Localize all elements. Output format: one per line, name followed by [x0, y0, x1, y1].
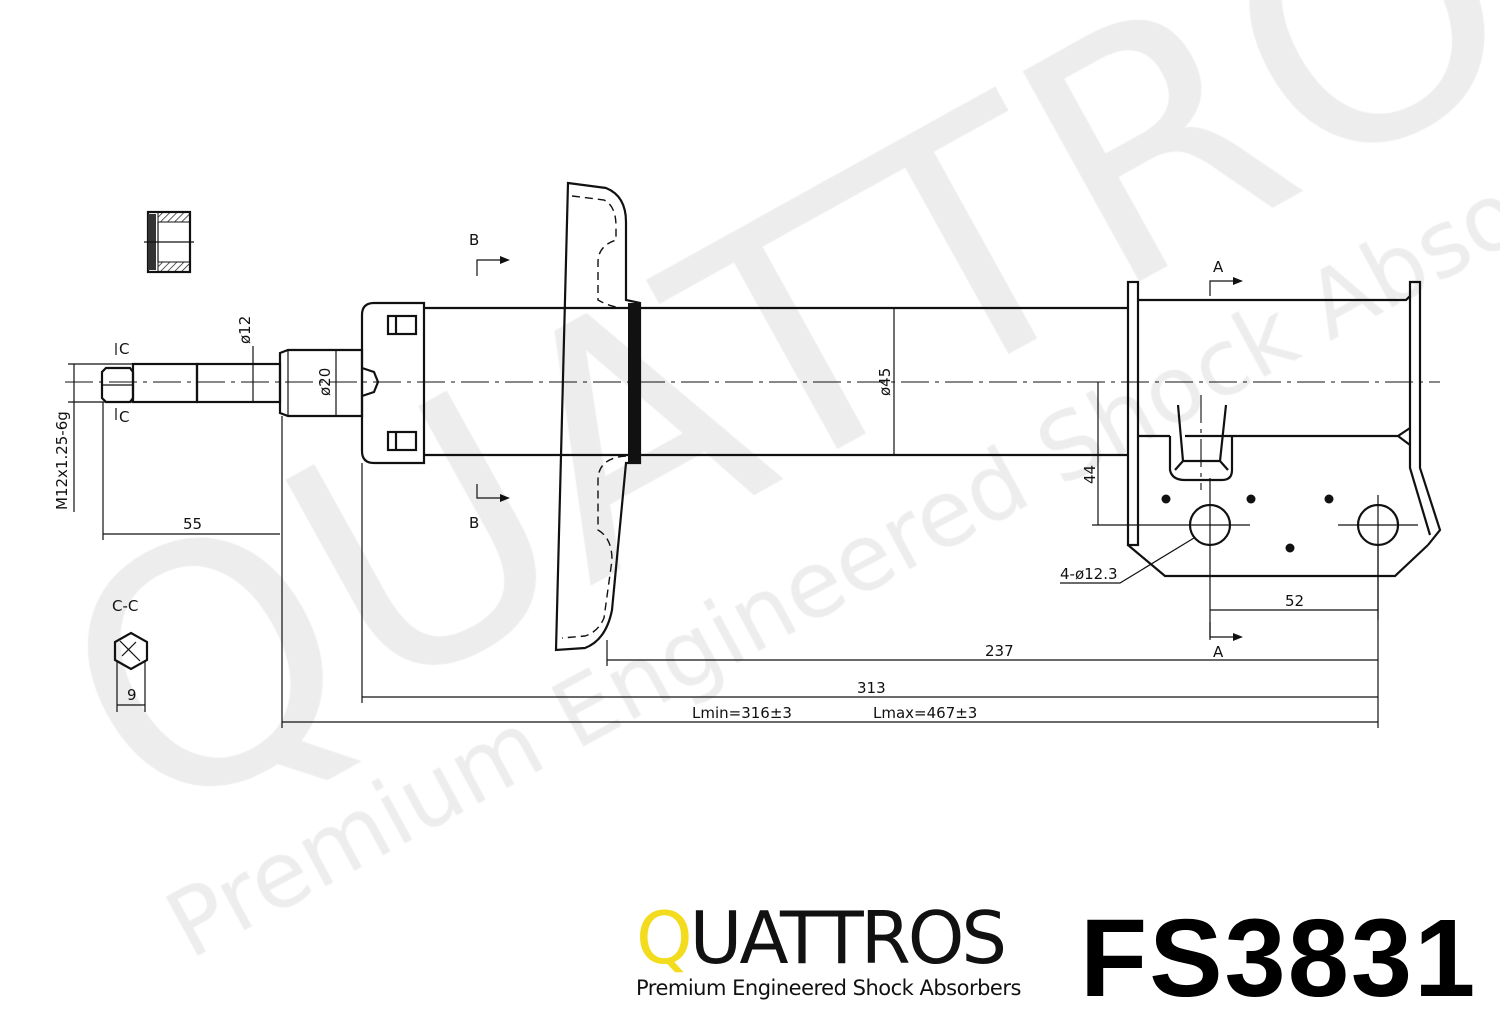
- thread-spec-label: M12x1.25-6g: [53, 411, 71, 510]
- lmin-label: Lmin=316±3: [692, 704, 792, 722]
- mount-to-hole-label: 313: [857, 679, 886, 697]
- collar-diameter-label: ø20: [316, 368, 334, 396]
- nut-detail: [144, 210, 194, 274]
- section-c-bottom: C: [119, 408, 129, 426]
- mounting-bracket: [1126, 280, 1442, 640]
- brand-logo: QUATTROS Premium Engineered Shock Absorb…: [636, 900, 1048, 1000]
- damper-body: [424, 303, 1128, 463]
- dimension-lines: [68, 308, 1379, 728]
- logo-tagline: Premium Engineered Shock Absorbers: [636, 976, 1021, 1000]
- bracket-offset-label: 44: [1081, 465, 1099, 484]
- top-mount: [360, 301, 426, 465]
- section-a-top: A: [1213, 258, 1224, 276]
- spring-seat: [554, 181, 642, 652]
- hole-spacing-label: 52: [1285, 592, 1304, 610]
- holes-label: 4-ø12.3: [1060, 565, 1118, 583]
- part-number: FS3831: [1080, 897, 1478, 1020]
- section-a-bottom: A: [1213, 643, 1224, 661]
- section-c-c-label: C-C: [112, 597, 138, 615]
- section-b-top: B: [469, 231, 479, 249]
- seat-to-hole-label: 237: [985, 642, 1014, 660]
- section-c-c: C-C 9: [112, 597, 149, 712]
- section-b-bottom: B: [469, 514, 479, 532]
- lmax-label: Lmax=467±3: [873, 704, 977, 722]
- body-diameter-label: ø45: [876, 368, 894, 396]
- hex-size-label: 9: [127, 686, 137, 704]
- logo-wordmark: QUATTROS: [636, 900, 1048, 976]
- section-markers: C C B B A A: [115, 231, 1243, 661]
- logo-q: Q: [636, 896, 693, 980]
- stud-length-label: 55: [183, 515, 202, 533]
- logo-rest: UATTROS: [689, 896, 1007, 980]
- section-c-top: C: [119, 340, 129, 358]
- rod-diameter-label: ø12: [236, 316, 254, 344]
